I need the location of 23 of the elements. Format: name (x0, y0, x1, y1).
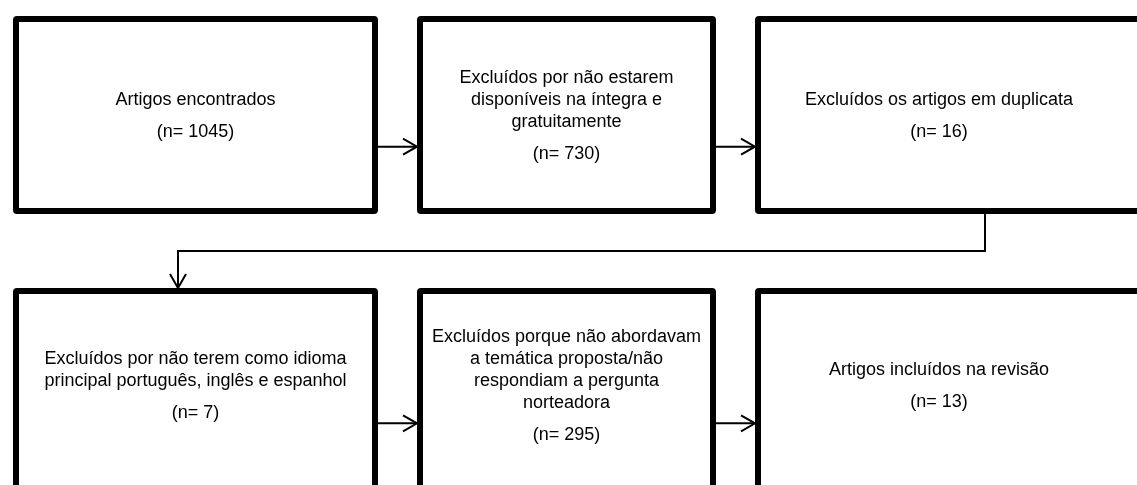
box-text: Excluídos por não terem como idioma principal português, inglês e espanhol (43, 346, 348, 391)
count-text: (n= 1045) (156, 120, 235, 142)
count-text: (n= 7) (171, 400, 220, 423)
count-text: (n= 16) (910, 120, 968, 142)
process-box (417, 288, 716, 485)
box-text: Excluídos os artigos em duplicata (804, 88, 1074, 110)
box-text: Excluídos porque não abordavam a temática proposta/não respondiam a pergunta norteadora (431, 324, 702, 413)
arrow (169, 213, 986, 289)
count-text: (n= 730) (532, 142, 601, 164)
process-box (13, 16, 378, 214)
count-text: (n= 295) (532, 422, 601, 445)
box-text: Artigos incluídos na revisão (828, 357, 1050, 380)
arrow (377, 137, 418, 156)
count-text: (n= 13) (910, 389, 968, 412)
arrow (715, 137, 756, 156)
box-text: Excluídos por não estarem disponíveis na íntegra e gratuitamente (458, 66, 675, 132)
process-box (755, 16, 1137, 214)
arrow (377, 414, 418, 433)
box-text: Artigos encontrados (115, 88, 276, 110)
process-box (417, 16, 716, 214)
arrow (715, 414, 756, 433)
process-box (755, 288, 1137, 485)
process-box (13, 288, 378, 485)
